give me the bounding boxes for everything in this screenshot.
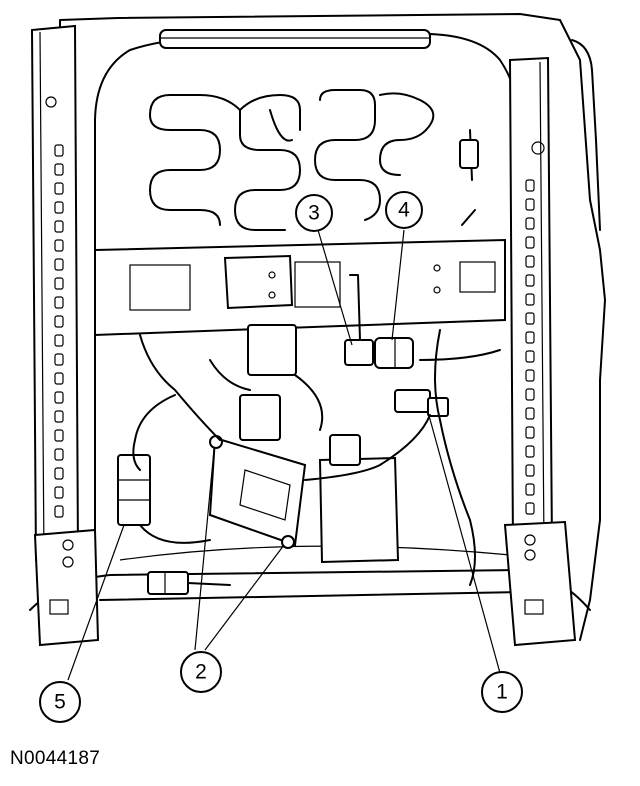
connector-5 xyxy=(117,454,151,526)
connector-1 xyxy=(394,389,449,417)
cross-member xyxy=(94,238,506,337)
lower-left-connector xyxy=(147,571,189,595)
rail-slot xyxy=(525,293,535,306)
callout-1: 1 xyxy=(481,671,523,713)
left-rail-slots xyxy=(54,144,64,518)
rail-slot xyxy=(54,182,64,195)
rail-slot xyxy=(54,334,64,347)
rail-slot xyxy=(54,391,64,404)
rail-slot xyxy=(525,198,535,211)
wiring-harness xyxy=(132,109,501,586)
rail-slot xyxy=(54,353,64,366)
rail-slot xyxy=(54,258,64,271)
rail-slot xyxy=(54,429,64,442)
rail-slot xyxy=(525,312,535,325)
rail-slot xyxy=(54,410,64,423)
rail-slot xyxy=(525,255,535,268)
rail-slot xyxy=(525,407,535,420)
rail-slot xyxy=(54,239,64,252)
connector-upper-center xyxy=(239,324,361,466)
rail-slot xyxy=(54,372,64,385)
callout-2-label: 2 xyxy=(195,661,207,684)
leader-lines xyxy=(67,229,501,681)
rail-slot xyxy=(525,426,535,439)
callout-4-label: 4 xyxy=(398,199,410,222)
rail-slot xyxy=(54,277,64,290)
rail-slot xyxy=(54,296,64,309)
callout-2: 2 xyxy=(180,651,222,693)
callout-1-label: 1 xyxy=(496,681,508,704)
callout-3-label: 3 xyxy=(308,202,320,225)
seat-springs xyxy=(149,89,435,231)
right-seat-rail xyxy=(508,56,554,550)
rail-slot xyxy=(525,331,535,344)
callout-3: 3 xyxy=(295,194,333,232)
rail-slot xyxy=(525,369,535,382)
callout-4: 4 xyxy=(385,191,423,229)
rail-slot xyxy=(54,220,64,233)
right-rail-slots xyxy=(525,179,535,515)
left-seat-rail xyxy=(30,24,80,562)
rail-slot xyxy=(525,464,535,477)
airbag-module xyxy=(208,435,307,549)
rail-slot xyxy=(525,388,535,401)
rail-slot xyxy=(525,483,535,496)
rail-slot xyxy=(54,505,64,518)
rail-slot xyxy=(525,350,535,363)
rail-slot xyxy=(525,236,535,249)
rail-slot xyxy=(54,448,64,461)
rail-slot xyxy=(54,467,64,480)
callout-5-label: 5 xyxy=(54,691,66,714)
callout-5: 5 xyxy=(39,681,81,723)
rail-slot xyxy=(525,217,535,230)
rail-slot xyxy=(54,144,64,157)
component-3-4 xyxy=(344,274,414,369)
rail-slot xyxy=(525,502,535,515)
lower-left-bracket xyxy=(33,528,100,647)
center-column xyxy=(318,456,400,564)
rail-slot xyxy=(525,274,535,287)
lower-right-bracket xyxy=(503,520,577,647)
headrest-tube xyxy=(159,29,431,49)
rail-slot xyxy=(525,179,535,192)
rail-slot xyxy=(54,486,64,499)
rail-slot xyxy=(54,201,64,214)
figure-id: N0044187 xyxy=(10,748,101,769)
rail-slot xyxy=(54,163,64,176)
rail-slot xyxy=(525,445,535,458)
rail-slot xyxy=(54,315,64,328)
